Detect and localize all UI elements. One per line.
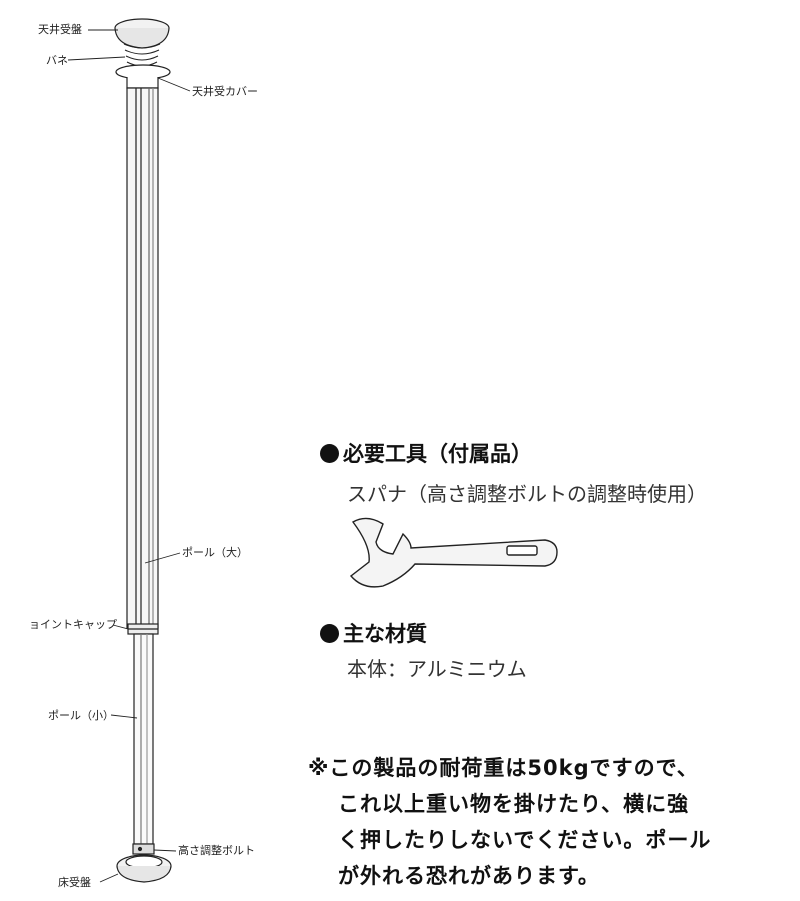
bullet-icon	[320, 444, 339, 463]
height-bolt-icon	[132, 843, 155, 855]
label-joint-cap: ョイントキャップ	[29, 618, 117, 631]
tools-heading: 必要工具（付属品）	[320, 438, 532, 468]
warning-note: ※この製品の耐荷重は50kgですので、 これ以上重い物を掛けたり、横に強 く押し…	[308, 750, 788, 894]
warning-line-2: これ以上重い物を掛けたり、横に強	[338, 792, 690, 816]
label-ceiling-receiver: 天井受盤	[38, 23, 82, 36]
wrench-icon	[349, 517, 558, 588]
warning-line-3: く押したりしないでください。ポール	[338, 828, 712, 852]
floor-receiver-icon	[116, 854, 172, 883]
label-pole-small: ポール（小）	[48, 709, 114, 722]
label-ceiling-cover: 天井受カバー	[192, 85, 258, 98]
leader-lines	[67, 29, 191, 883]
tools-item: スパナ（高さ調整ボルトの調整時使用）	[347, 482, 707, 506]
warning-line-4: が外れる恐れがあります。	[338, 864, 600, 888]
bullet-icon	[320, 624, 339, 643]
ceiling-cover-icon	[115, 64, 171, 89]
pole-small-icon	[133, 633, 154, 845]
joint-cap-icon	[127, 623, 159, 635]
material-item: 本体：アルミニウム	[347, 657, 527, 681]
pole-large-icon	[126, 87, 159, 629]
label-height-bolt: 高さ調整ボルト	[178, 844, 255, 857]
warning-line-1: ※この製品の耐荷重は50kgですので、	[308, 756, 699, 780]
label-floor-receiver: 床受盤	[58, 876, 91, 889]
material-heading: 主な材質	[320, 618, 427, 648]
ceiling-receiver-icon	[114, 18, 170, 49]
label-spring: バネ	[46, 54, 68, 67]
label-pole-large: ポール（大）	[182, 546, 248, 559]
